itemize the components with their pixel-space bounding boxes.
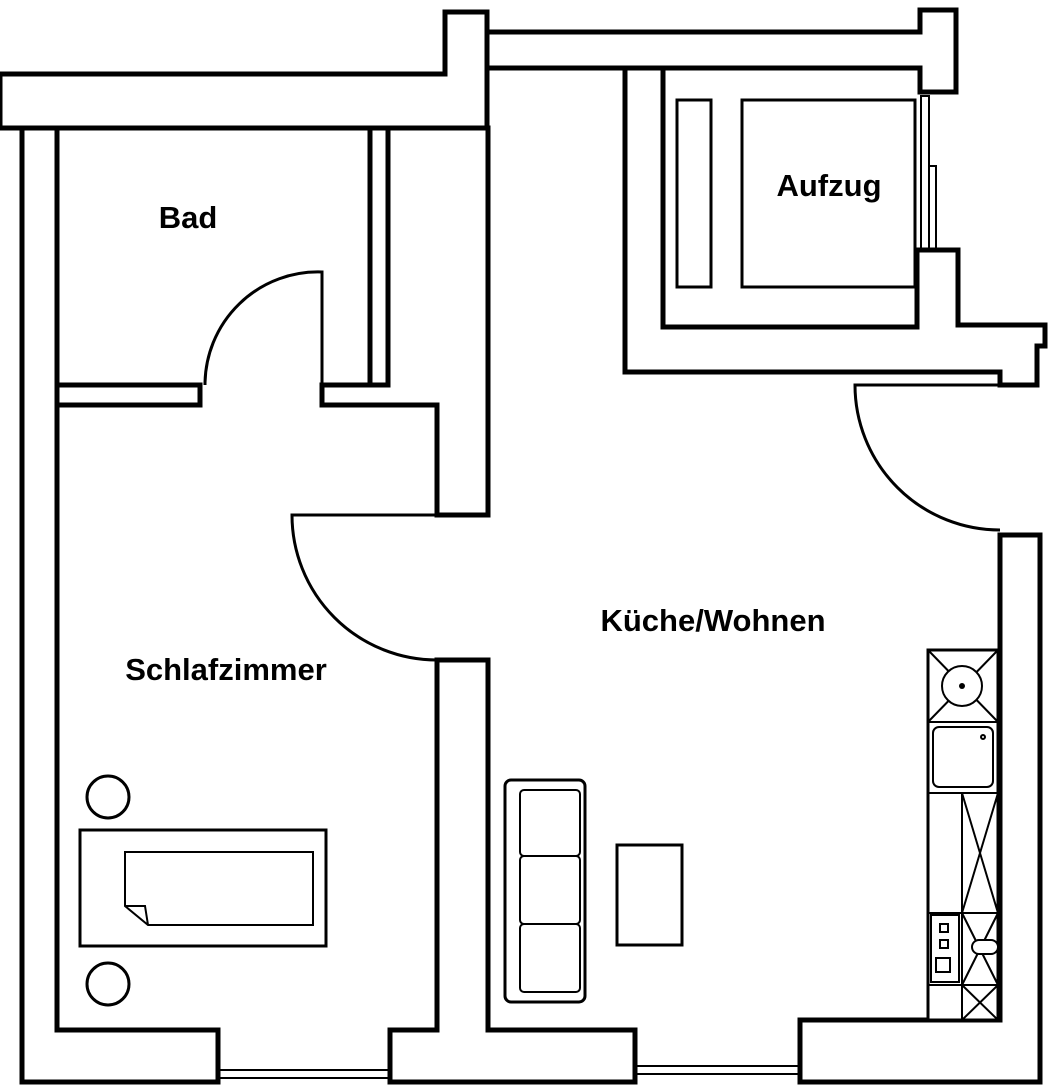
shaft-wall [622, 65, 1048, 388]
room-label-elevator: Aufzug [776, 168, 881, 203]
bottom-wall-middle [387, 657, 638, 1085]
room-label-bathroom: Bad [159, 200, 218, 235]
room-label-bedroom: Schlafzimmer [125, 652, 327, 687]
elevator-shaft [622, 65, 1048, 388]
bed-blanket [124, 851, 314, 926]
inner-wall-block [319, 125, 491, 518]
kitchen-sink-round [927, 649, 999, 723]
room-label-kitchen-living: Küche/Wohnen [600, 603, 825, 638]
sofa [503, 778, 587, 1004]
elevator-door-panel [928, 165, 937, 251]
bedroom-window [217, 1069, 391, 1079]
bed [78, 828, 328, 948]
left-wall [19, 125, 221, 1085]
bath-partition [54, 382, 203, 408]
elevator-counterweight [675, 98, 713, 289]
bath-door[interactable] [203, 270, 324, 386]
bedroom-furniture [78, 774, 328, 1007]
living-furniture [503, 778, 684, 1004]
living-window [634, 1065, 801, 1075]
kitchen-counter [926, 648, 1000, 1022]
elevator-cabin [740, 98, 917, 289]
kitchen-sink [932, 726, 994, 788]
nightstand-lamp-top [85, 774, 131, 820]
top-wall-left [0, 9, 490, 131]
outer-walls [0, 7, 1043, 1085]
stove [930, 912, 999, 986]
top-wall-right [484, 7, 959, 95]
entrance-door[interactable] [853, 383, 1001, 532]
doors [203, 270, 1001, 662]
coffee-table [615, 843, 684, 947]
sink-drain [980, 734, 986, 740]
nightstand-lamp-bottom [85, 961, 131, 1007]
cabinet-cross [961, 792, 999, 914]
cabinet-cross-small [961, 984, 999, 1021]
windows [217, 1065, 801, 1079]
bedroom-door[interactable] [290, 513, 438, 662]
elevator-door [920, 95, 930, 251]
sofa-cushion [519, 923, 581, 993]
right-wall [797, 532, 1043, 1085]
